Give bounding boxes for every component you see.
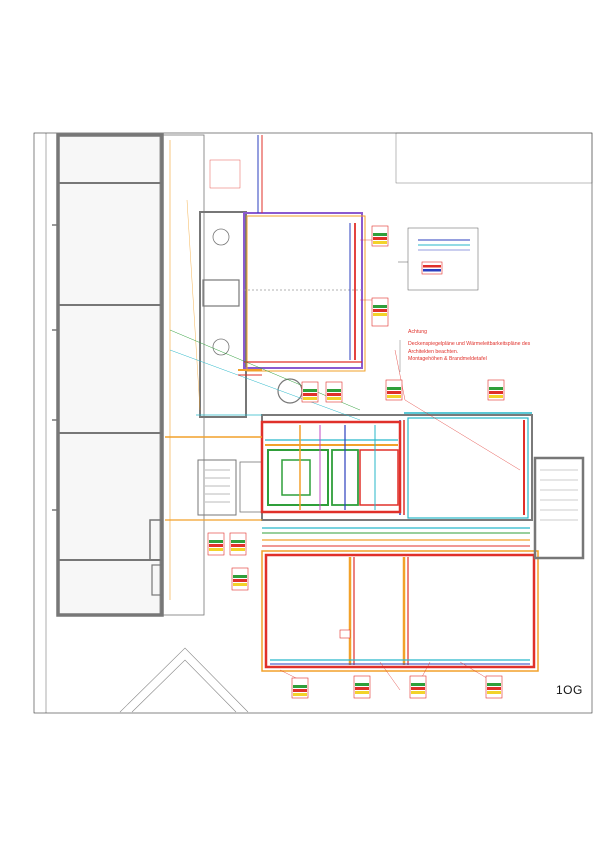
note-line-3: Montagehöhen & Brandmeldetafel [408, 356, 487, 363]
note-heading: Achtung [408, 329, 428, 335]
note-line-2: Architekten beachten. [408, 348, 459, 355]
roof-outline [119, 647, 249, 713]
floor-label: 1OG [556, 683, 583, 697]
drawing-frame [33, 132, 593, 714]
distribution-lines [165, 135, 532, 600]
room-tags [207, 159, 505, 699]
note-line-1: Deckenspiegelpläne und Wärmeleitbarkeits… [408, 340, 531, 347]
new-building-block [261, 414, 585, 672]
technical-core [260, 420, 402, 514]
legend-box [398, 227, 479, 291]
existing-building-wing [52, 133, 164, 617]
header-box [395, 132, 593, 184]
central-core [159, 134, 303, 616]
planning-note: Achtung Deckenspiegelpläne und Wärmeleit… [408, 329, 558, 364]
upper-extension [243, 212, 366, 372]
